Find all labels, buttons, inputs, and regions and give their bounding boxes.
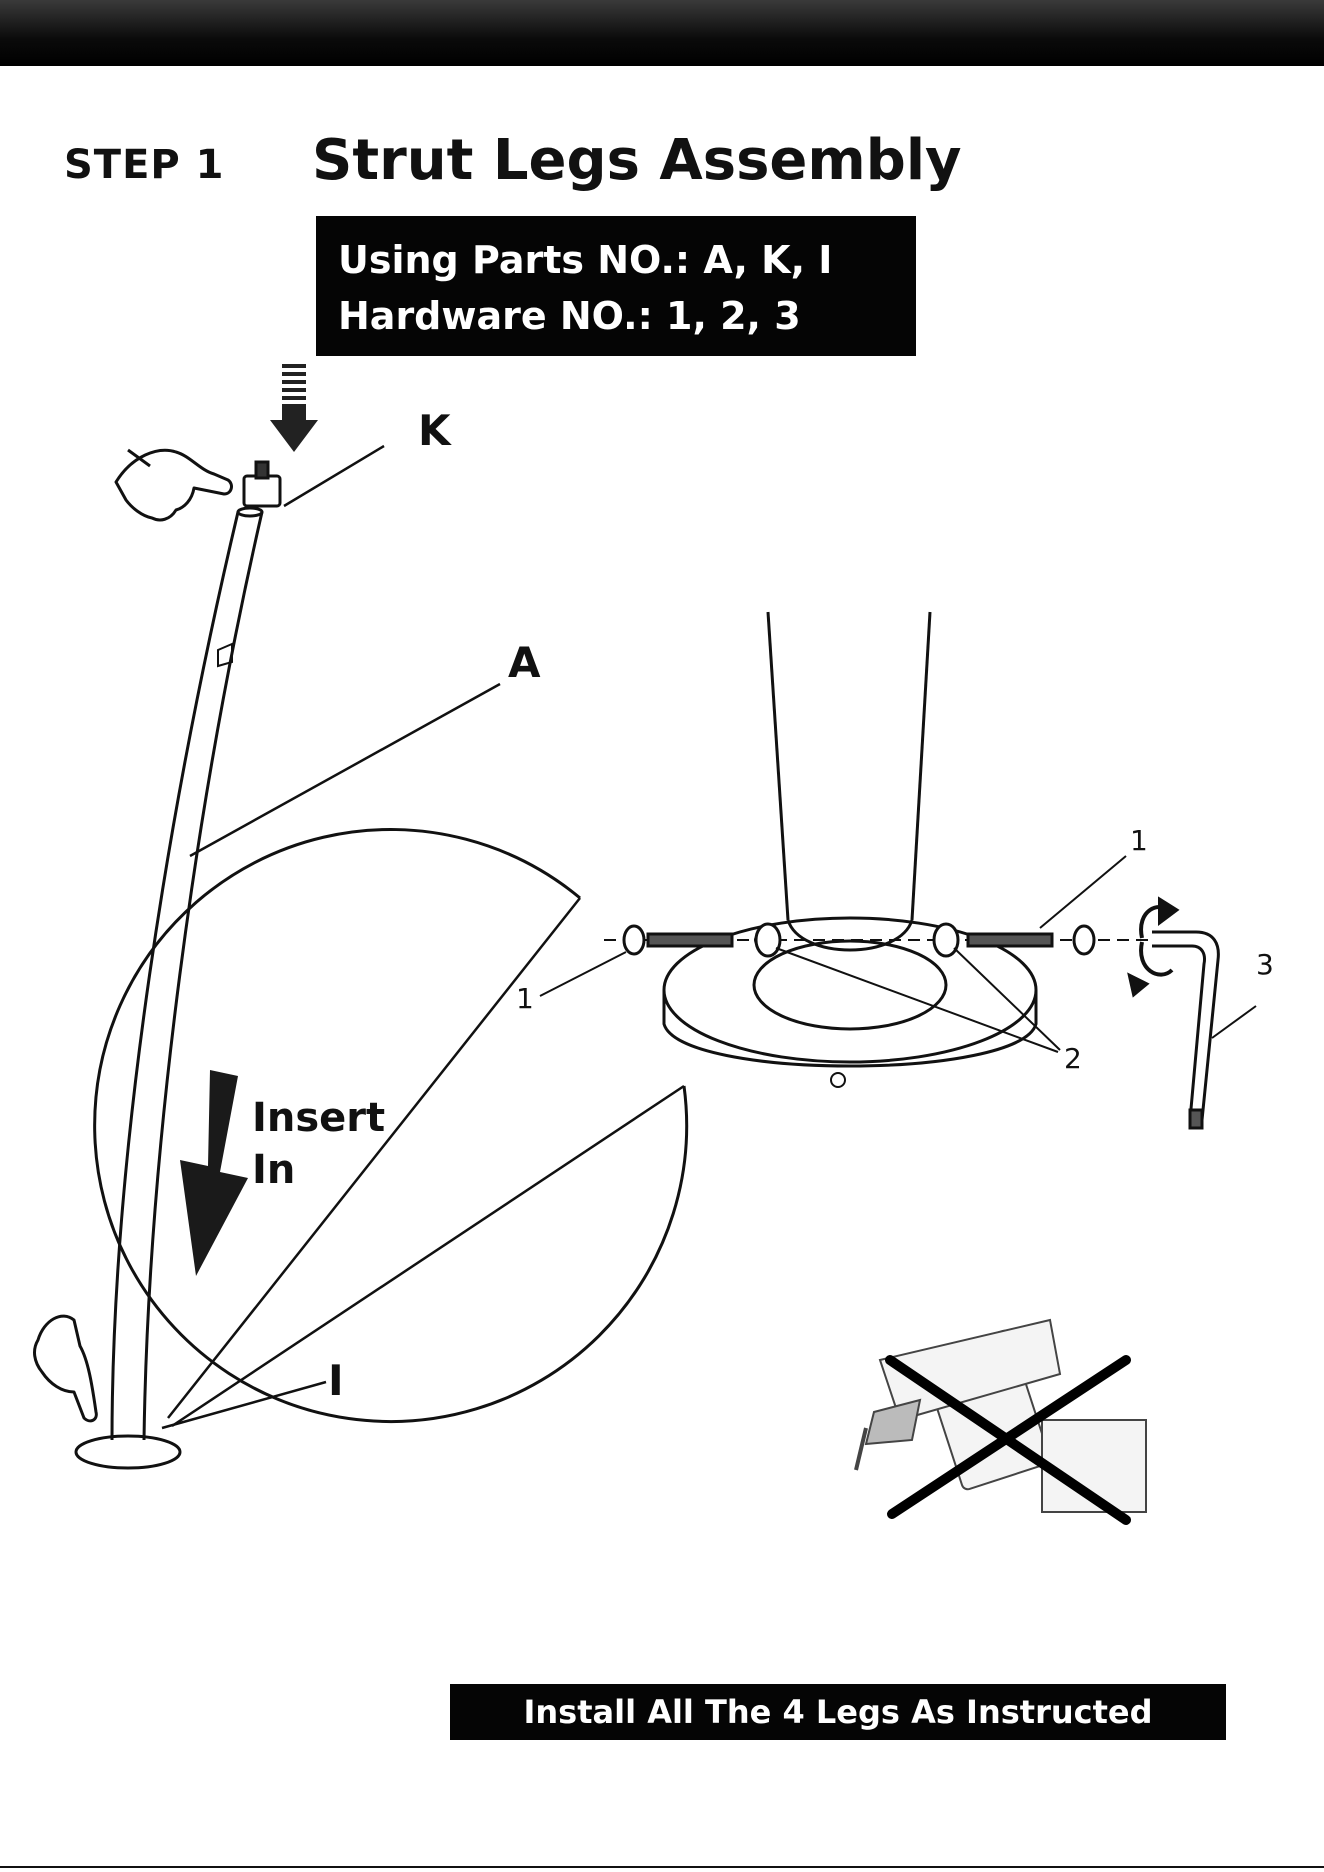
hardware-label-1-left: 1	[516, 982, 534, 1015]
insert-arrow-icon	[180, 1070, 248, 1276]
hardware-label-2: 2	[1064, 1042, 1082, 1075]
insert-label-line2: In	[252, 1144, 385, 1196]
down-arrow-icon	[270, 366, 318, 452]
detail-leg-base	[664, 612, 1036, 1087]
strut-leg-a	[112, 508, 262, 1440]
bottom-rule	[0, 1866, 1324, 1868]
pointing-hand-icon	[116, 450, 231, 520]
bolt-assembly	[604, 924, 1150, 956]
insert-label-line1: Insert	[252, 1092, 385, 1144]
label-a: A	[508, 638, 541, 687]
label-i: I	[328, 1356, 344, 1405]
detail-magnifier	[95, 830, 687, 1422]
base-foot-i	[76, 1436, 180, 1468]
hardware-label-3: 3	[1256, 948, 1274, 981]
install-instruction-banner: Install All The 4 Legs As Instructed	[450, 1684, 1226, 1740]
insert-label: Insert In	[252, 1092, 385, 1196]
leader-lines	[162, 446, 684, 1428]
hardware-label-1-top: 1	[1130, 824, 1148, 857]
cap-k	[244, 462, 280, 506]
label-k: K	[418, 406, 451, 455]
pointing-hand-icon-lower	[35, 1316, 97, 1421]
allen-key-icon	[1152, 932, 1218, 1128]
no-power-drill-icon	[856, 1320, 1146, 1520]
